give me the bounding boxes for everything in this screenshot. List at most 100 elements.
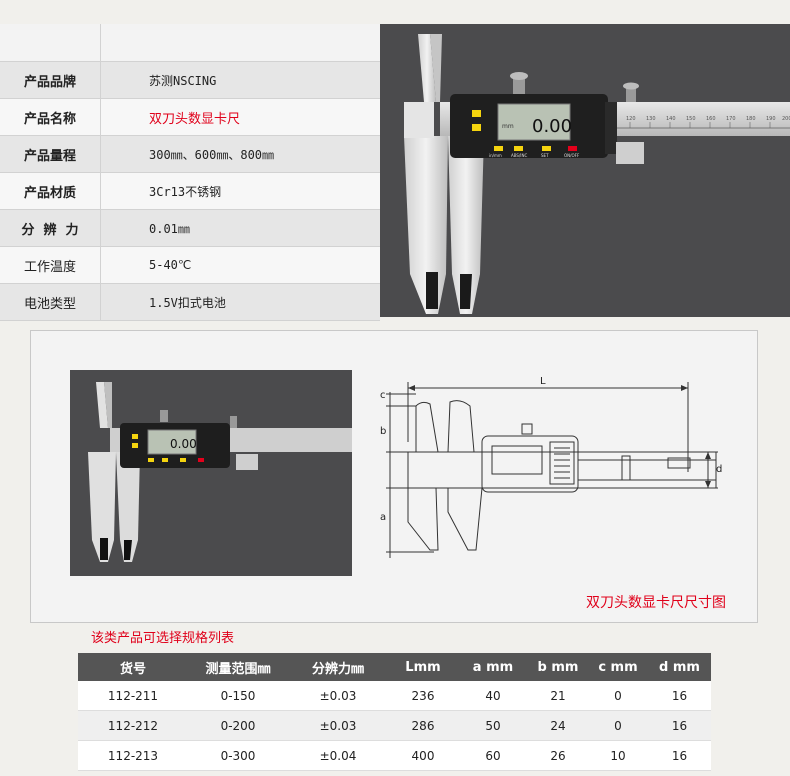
table-row: 112-212 0-200 ±0.03 286 50 24 0 16 (78, 710, 711, 741)
table-row: 112-213 0-300 ±0.04 400 60 26 10 16 (78, 740, 711, 771)
column-header: Lmm (388, 653, 458, 681)
yellow-button (472, 110, 481, 117)
spec-header-row (0, 24, 380, 62)
dim-label-a: a (380, 512, 386, 523)
spec-value: 1.5V扣式电池 (100, 283, 380, 321)
table-cell: ±0.04 (288, 740, 388, 771)
dim-label-L: L (540, 376, 546, 387)
ruler-tick: 150 (686, 116, 696, 122)
ruler-tick: 160 (706, 116, 716, 122)
table-cell: 112-212 (78, 710, 188, 741)
column-header: c mm (588, 653, 648, 681)
column-header: d mm (648, 653, 711, 681)
spec-label: 产品名称 (0, 98, 101, 136)
spec-label: 电池类型 (0, 283, 101, 321)
lcd-reading: 0.00 (532, 116, 572, 137)
column-header: b mm (528, 653, 588, 681)
button-label: ABS/INC (511, 153, 527, 158)
table-cell: 112-213 (78, 740, 188, 771)
spec-row: 产品量程 300㎜、600㎜、800㎜ (0, 135, 380, 173)
spec-label: 产品量程 (0, 135, 101, 173)
ruler-tick: 200 (782, 116, 790, 122)
spec-value: 5-40℃ (100, 246, 380, 284)
spec-header-empty-left (0, 24, 101, 62)
table-cell: 26 (528, 740, 588, 771)
digital-caliper-illustration: 110 120 130 140 150 160 170 180 190 200 … (404, 34, 790, 314)
ruler-tick: 170 (726, 116, 736, 122)
ruler-tick: 120 (626, 116, 636, 122)
caliper-photo-small: 0.00 (70, 370, 352, 576)
yellow-button (472, 124, 481, 131)
column-header: 测量范围㎜ (188, 653, 288, 681)
table-header-row: 货号 测量范围㎜ 分辨力㎜ Lmm a mm b mm c mm d mm (78, 653, 711, 681)
spec-row: 产品品牌 苏测NSCING (0, 61, 380, 99)
red-button (198, 458, 204, 462)
table-cell: 60 (458, 740, 528, 771)
spec-value: 苏测NSCING (100, 61, 380, 99)
dim-label-c: c (380, 390, 386, 401)
table-cell: 0-300 (188, 740, 288, 771)
model-table: 货号 测量范围㎜ 分辨力㎜ Lmm a mm b mm c mm d mm 11… (78, 653, 711, 771)
yellow-button (542, 146, 551, 151)
column-header: a mm (458, 653, 528, 681)
table-cell: 16 (648, 740, 711, 771)
ruler-tick: 190 (766, 116, 776, 122)
ruler-tick: 140 (666, 116, 676, 122)
table-cell: 112-211 (78, 681, 188, 711)
table-cell: 0-200 (188, 710, 288, 741)
red-button (568, 146, 577, 151)
spec-row: 产品名称 双刀头数显卡尺 (0, 98, 380, 136)
spec-label: 工作温度 (0, 246, 101, 284)
table-cell: 400 (388, 740, 458, 771)
ruler-tick: 180 (746, 116, 756, 122)
lcd-unit: mm (502, 123, 514, 130)
dim-label-d: d (716, 464, 722, 475)
yellow-button (132, 434, 138, 439)
dimension-drawing: L c b a d (380, 376, 722, 558)
dim-label-b: b (380, 426, 386, 437)
table-cell: 21 (528, 681, 588, 711)
button-label: SET (541, 153, 549, 158)
button-label: ON/OFF (564, 153, 580, 158)
spec-value: 300㎜、600㎜、800㎜ (100, 135, 380, 173)
table-cell: 286 (388, 710, 458, 741)
ruler-tick: 130 (646, 116, 656, 122)
yellow-button (514, 146, 523, 151)
button-label: in/mm (489, 153, 502, 158)
spec-value-product-name: 双刀头数显卡尺 (100, 98, 380, 136)
caliper-photo-large: 110 120 130 140 150 160 170 180 190 200 … (380, 24, 790, 317)
spec-label: 分 辨 力 (0, 209, 101, 247)
dimension-caption: 双刀头数显卡尺尺寸图 (586, 595, 726, 611)
yellow-button (494, 146, 503, 151)
table-cell: 236 (388, 681, 458, 711)
table-cell: ±0.03 (288, 681, 388, 711)
yellow-button (162, 458, 168, 462)
table-cell: ±0.03 (288, 710, 388, 741)
spec-value: 3Cr13不锈钢 (100, 172, 380, 210)
column-header: 货号 (78, 653, 188, 681)
yellow-button (180, 458, 186, 462)
spec-table: 产品品牌 苏测NSCING 产品名称 双刀头数显卡尺 产品量程 300㎜、600… (0, 24, 380, 321)
spec-row: 分 辨 力 0.01㎜ (0, 209, 380, 247)
spec-label: 产品材质 (0, 172, 101, 210)
table-cell: 16 (648, 681, 711, 711)
table-caption: 该类产品可选择规格列表 (91, 631, 235, 646)
yellow-button (148, 458, 154, 462)
table-cell: 0 (588, 681, 648, 711)
digital-caliper-illustration: 0.00 (88, 382, 352, 562)
spec-row: 产品材质 3Cr13不锈钢 (0, 172, 380, 210)
table-cell: 24 (528, 710, 588, 741)
table-cell: 10 (588, 740, 648, 771)
spec-value: 0.01㎜ (100, 209, 380, 247)
lcd-reading: 0.00 (170, 437, 197, 451)
spec-row: 工作温度 5-40℃ (0, 246, 380, 284)
spec-label: 产品品牌 (0, 61, 101, 99)
spec-row: 电池类型 1.5V扣式电池 (0, 283, 380, 321)
table-cell: 50 (458, 710, 528, 741)
table-row: 112-211 0-150 ±0.03 236 40 21 0 16 (78, 681, 711, 711)
spec-header-empty-right (100, 24, 380, 62)
column-header: 分辨力㎜ (288, 653, 388, 681)
yellow-button (132, 443, 138, 448)
table-cell: 40 (458, 681, 528, 711)
table-cell: 0-150 (188, 681, 288, 711)
